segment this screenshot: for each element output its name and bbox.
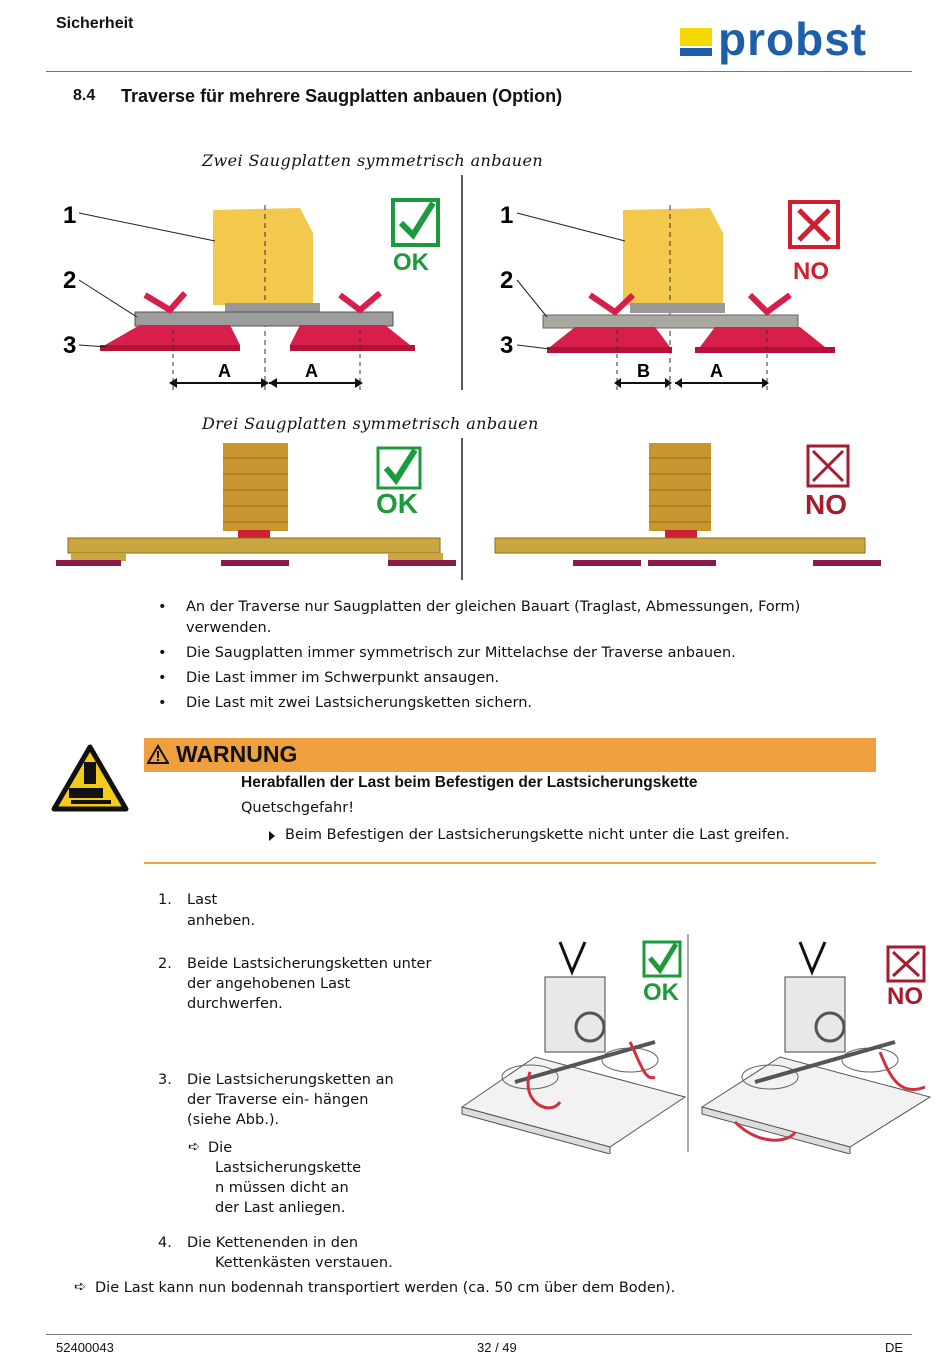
- requirements-list: •An der Traverse nur Saugplatten der gle…: [158, 597, 858, 718]
- label-2-left: 2: [63, 267, 76, 294]
- dim-a-left-2: A: [305, 361, 318, 381]
- figure2-caption: Drei Saugplatten symmetrisch anbauen: [202, 414, 539, 433]
- ok-label-fig3: OK: [643, 979, 680, 1006]
- ok-check-icon: OK: [376, 446, 422, 519]
- no-cross-icon: NO: [805, 444, 850, 520]
- action-arrow-icon: [269, 831, 275, 841]
- left-three-plates-correct: OK: [56, 443, 456, 566]
- warning-title: WARNUNG: [176, 741, 298, 767]
- figure-chain-securing: OK NO: [460, 934, 932, 1154]
- no-label-fig1: NO: [793, 258, 829, 285]
- ok-check-icon: OK: [391, 198, 440, 276]
- language-code: DE: [885, 1340, 904, 1355]
- warning-heading: Herabfallen der Last beim Befestigen der…: [241, 774, 698, 791]
- section-number: 8.4: [73, 87, 96, 104]
- page-number: 32 / 49: [477, 1340, 517, 1355]
- chain-wrong-illustration: NO: [700, 941, 932, 1154]
- label-3-right: 3: [500, 332, 513, 359]
- no-label-fig2: NO: [805, 489, 847, 520]
- warning-banner: [144, 738, 876, 772]
- figure-three-suction-plates: OK NO: [56, 438, 881, 580]
- list-item: •Die Last immer im Schwerpunkt ansaugen.: [158, 670, 500, 686]
- no-label-fig3: NO: [887, 983, 923, 1010]
- figure1-caption: Zwei Saugplatten symmetrisch anbauen: [202, 151, 544, 170]
- label-1-left: 1: [63, 202, 76, 229]
- ok-label-fig1: OK: [393, 249, 430, 276]
- right-three-plates-wrong: NO: [494, 443, 881, 566]
- final-result: Die Last kann nun bodennah transportiert…: [95, 1280, 676, 1296]
- no-cross-icon: NO: [788, 200, 840, 285]
- warning-hazard: Quetschgefahr!: [241, 800, 355, 816]
- footer-divider: [46, 1334, 912, 1335]
- crushing-hazard-icon: [51, 744, 129, 812]
- label-3-left: 3: [63, 332, 76, 359]
- left-two-plates-correct: A A 1 2 3 OK: [63, 198, 440, 390]
- list-item: •Die Last mit zwei Lastsicherungsketten …: [158, 695, 533, 711]
- ok-label-fig2: OK: [376, 488, 418, 519]
- dim-b-right: B: [637, 361, 650, 381]
- warning-divider: [144, 862, 876, 864]
- dim-a-right: A: [710, 361, 723, 381]
- warning-triangle-icon: [147, 744, 169, 764]
- probst-logo: probst: [680, 13, 906, 68]
- dim-a-left-1: A: [218, 361, 231, 381]
- list-item: •Die Saugplatten immer symmetrisch zur M…: [158, 645, 736, 661]
- right-two-plates-wrong: B A 1 2 3 NO: [500, 200, 840, 390]
- section-title: Traverse für mehrere Saugplatten anbauen…: [121, 86, 563, 106]
- chain-correct-illustration: OK: [460, 940, 687, 1154]
- header-section-title: Sicherheit: [56, 15, 134, 32]
- figure-two-suction-plates: A A 1 2 3 OK B A 1 2: [63, 175, 840, 390]
- label-2-right: 2: [500, 267, 513, 294]
- warning-action: Beim Befestigen der Lastsicherungskette …: [285, 827, 790, 843]
- header-divider: [46, 71, 912, 72]
- result-arrow-icon: ➪: [188, 1139, 200, 1155]
- logo-wordmark: probst: [718, 13, 868, 65]
- label-1-right: 1: [500, 202, 513, 229]
- list-item: •An der Traverse nur Saugplatten der gle…: [158, 599, 801, 636]
- document-number: 52400043: [56, 1340, 114, 1355]
- final-result-arrow-icon: ➪: [74, 1279, 86, 1295]
